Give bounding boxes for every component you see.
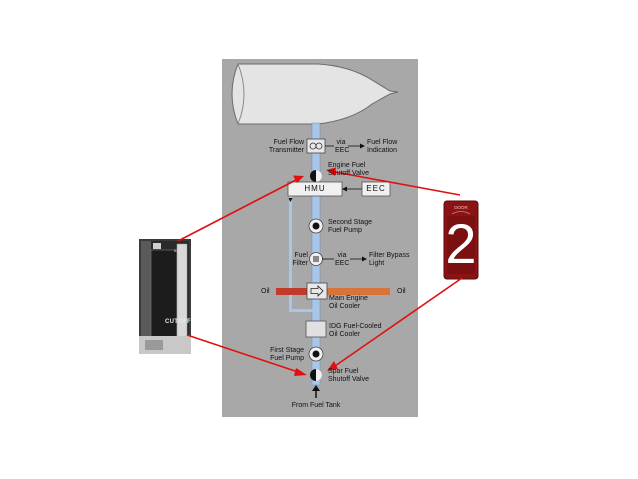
first-stage-fuel-pump-label: First Stage Fuel Pump [270, 347, 304, 362]
spar-fuel-shutoff-valve [310, 369, 322, 381]
from-fuel-tank-label: From Fuel Tank [291, 402, 341, 409]
hmu-label: HMU [304, 184, 326, 193]
bypass-return-line [289, 196, 292, 312]
fuel-filter [309, 252, 323, 266]
fuel-flow-transmitter [306, 138, 326, 154]
oil-cooler-arrow-icon [310, 285, 324, 297]
indicator-caption: DOOR [454, 205, 468, 210]
idg-oil-cooler-box [305, 320, 327, 338]
via-eec-mid-label: via EEC [335, 252, 350, 267]
lever-idle-label: IDLE [174, 248, 183, 253]
indicator-digit: 2 [445, 212, 477, 275]
main-engine-oil-cooler-label: Main Engine Oil Cooler [329, 295, 368, 310]
via-eec-arrowhead-top [360, 143, 365, 149]
idg-oil-cooler-label: IDG Fuel-Cooled Oil Cooler [329, 323, 382, 338]
from-tank-arrowhead [312, 385, 320, 391]
oil-right-label: Oil [397, 288, 406, 295]
filter-bypass-light-label: Filter Bypass Light [369, 252, 410, 267]
oil-line-right [326, 288, 390, 295]
engine-nacelle [231, 63, 399, 125]
first-stage-fuel-pump [308, 346, 324, 362]
pointer-arrows [177, 167, 463, 376]
arrow-lever-to-engine-valve [177, 179, 297, 242]
arrow-lever-to-spar-valve [186, 334, 299, 373]
via-eec-top-label: via EEC [335, 139, 350, 154]
arrow-indicator-to-engine-valve-head [326, 167, 336, 176]
arrow-indicator-to-spar-valve-head [327, 361, 338, 371]
oil-left-label: Oil [261, 288, 270, 295]
second-stage-fuel-pump [308, 218, 324, 234]
hmu-down-arrowhead [288, 198, 293, 202]
fuel-lever-photo [139, 239, 191, 354]
arrow-indicator-to-engine-valve [334, 171, 461, 196]
fuel-filter-label: Fuel Filter [292, 252, 308, 267]
hmu-eec-arrowhead [342, 186, 347, 192]
eec-box [361, 181, 391, 197]
door-indicator [443, 200, 479, 280]
spar-fuel-shutoff-valve-label: Spar Fuel Shutoff Valve [328, 368, 369, 383]
main-engine-oil-cooler-box [306, 282, 328, 300]
engine-fuel-shutoff-valve [310, 170, 322, 182]
lever-cutoff-label: CUTOFF [165, 319, 192, 325]
oil-line-left [276, 288, 308, 295]
fuel-flow-transmitter-label: Fuel Flow Transmitter [268, 139, 304, 154]
fuel-flow-indication-label: Fuel Flow Indication [367, 139, 398, 154]
arrow-lever-to-engine-valve-head [293, 175, 304, 183]
bypass-return-line-bottom [289, 309, 315, 312]
second-stage-fuel-pump-label: Second Stage Fuel Pump [328, 219, 372, 234]
arrow-indicator-to-spar-valve [334, 277, 463, 367]
engine-fuel-shutoff-valve-label: Engine Fuel Shutoff Valve [328, 162, 369, 177]
via-eec-arrowhead-mid [362, 256, 367, 262]
eec-label: EEC [366, 184, 386, 193]
arrow-lever-to-spar-valve-head [294, 368, 307, 376]
